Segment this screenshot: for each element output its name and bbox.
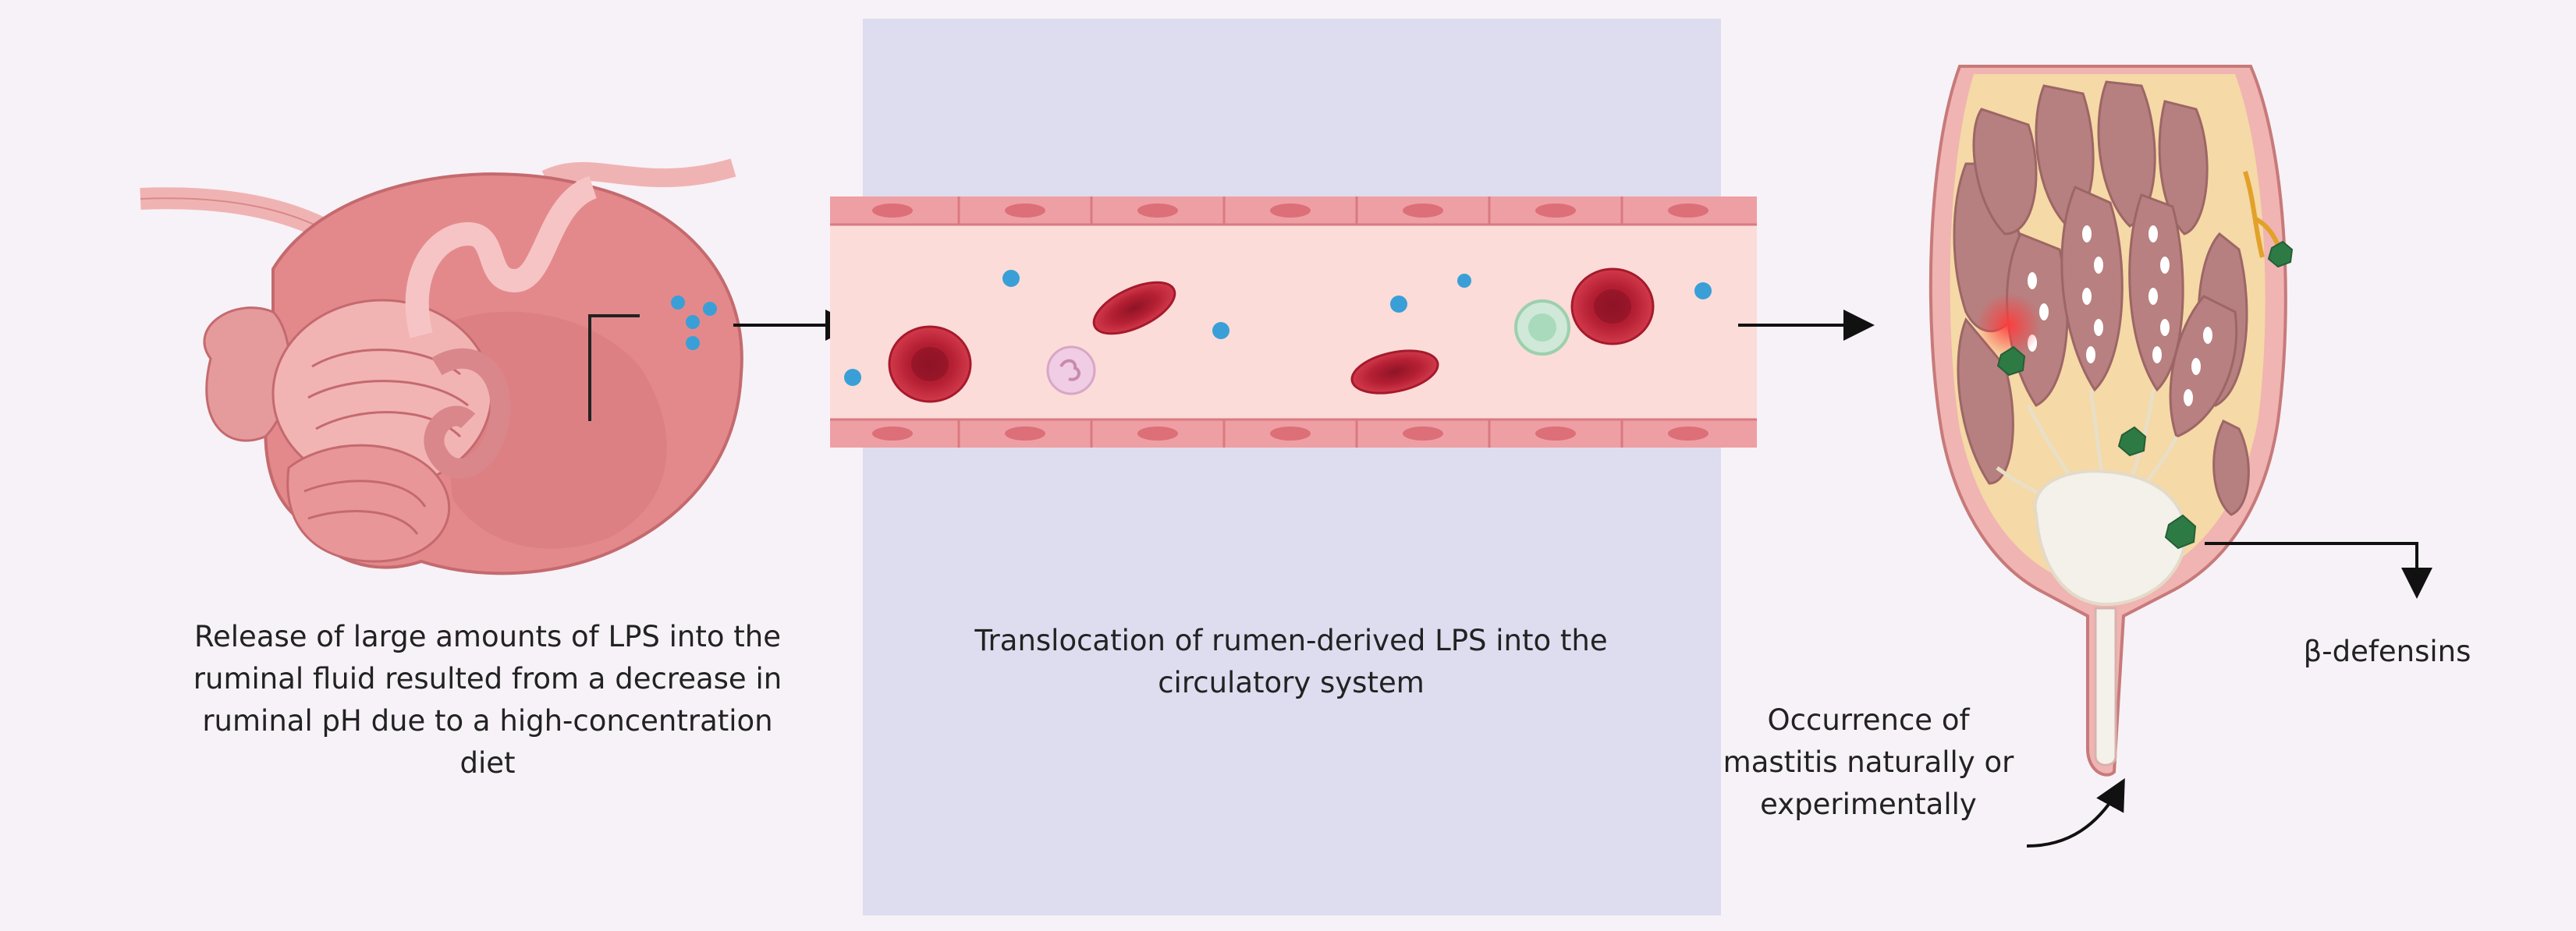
red-blood-cell (1092, 281, 1176, 335)
red-blood-cell (1570, 267, 1655, 345)
lps-particle (671, 296, 685, 310)
vessel-wall-top (830, 196, 1757, 226)
lps-particle (703, 302, 717, 316)
rumen-illustration (140, 158, 857, 575)
arrow-mastitis-occurrence (2026, 777, 2125, 848)
mastitis-caption: Occurrence of mastitis naturally or expe… (1723, 703, 2014, 821)
defensins-label: β-defensins (2303, 635, 2471, 668)
lps-particle (686, 336, 700, 350)
immune-cell (2267, 240, 2294, 268)
rumen-caption: Release of large amounts of LPS into the… (193, 620, 782, 780)
red-blood-cell (1350, 349, 1439, 395)
lps-particle (686, 315, 700, 329)
mammary-gland-illustration (1928, 65, 2432, 848)
teat-canal (2094, 607, 2117, 766)
lps-particles-blood (844, 270, 1712, 386)
circulation-panel-background (863, 19, 1721, 915)
circulation-caption: Translocation of rumen-derived LPS into … (974, 624, 1608, 699)
red-blood-cell (888, 325, 972, 403)
intestine-loop (424, 348, 511, 479)
immune-cell (2117, 426, 2147, 457)
abomasum (286, 444, 451, 563)
vessel-wall-bottom (830, 418, 1757, 448)
inflammation-spot (1976, 292, 2042, 358)
white-blood-cell (1514, 299, 1570, 356)
rumen-lps-bracket (588, 314, 640, 421)
arrow-to-defensins (2205, 542, 2432, 599)
immune-cell (2164, 514, 2197, 550)
blood-vessel (830, 196, 1875, 448)
white-blood-cell (1046, 345, 1096, 395)
immune-cell (1996, 345, 2026, 377)
